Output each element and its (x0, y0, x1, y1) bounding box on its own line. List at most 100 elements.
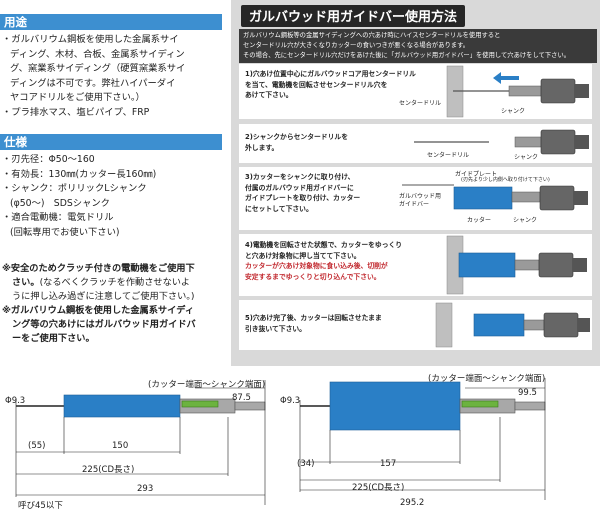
label-cutter: カッター (467, 217, 492, 224)
step-5: 5)穴あけ完了後、カッターは回転させたまま 引き抜いて下さい。 (239, 300, 592, 350)
step-1: 1)穴あけ位置中心にガルバウッドコア用センタードリル を当て、電動機を回転させセ… (239, 64, 592, 119)
step-2: 2)シャンクからセンタードリルを 外します。 センタードリル シャンク (239, 124, 592, 163)
right-dim-157: 157 (380, 459, 397, 469)
step-2-text: 2)シャンクからセンタードリルを 外します。 (245, 132, 348, 153)
note-line: ーをご使用下さい。 (12, 333, 95, 345)
chuck-icon (539, 185, 575, 211)
cutter-icon (458, 252, 516, 278)
galvalume-note: ※ガルバリウム鋼板を使用した金属系サイディ ング等の穴あけにはガルバウッド用ガイ… (2, 304, 226, 347)
specs-text: ・刃先径：Φ50〜160 ・有効長：130㎜(カッター長160㎜) ・シャンク：… (2, 153, 224, 241)
desc-line: ガルバリウム鋼板等の金属サイディングへの穴あけ時にハイスセンタードリルを使用する… (243, 32, 501, 39)
note-line: (なるべくクラッチを作動させないよ (39, 277, 190, 289)
step-1-illustration (446, 65, 589, 118)
step-line: 引き抜いて下さい。 (245, 324, 306, 333)
left-dim-225: 225(CD長さ) (82, 465, 135, 475)
step-line: 付属のガルバウッド用ガイドバーに (245, 183, 354, 192)
left-dim-55: (55) (28, 441, 46, 451)
shank-icon (514, 136, 542, 148)
step-line: カッターが穴あけ対象物に食い込み後、切削が (245, 262, 388, 270)
spec-line: (φ50〜) SDSシャンク (10, 197, 110, 209)
chuck-icon (543, 312, 579, 338)
step-line: 4)電動機を回転させた状態で、カッターをゆっくり (245, 241, 403, 249)
label-guide-bar: ガイドバー (399, 201, 430, 208)
chuck-icon (540, 78, 576, 104)
right-dim-225: 225(CD長さ) (352, 483, 405, 493)
label-shank: シャンク (514, 154, 539, 161)
label-shank: シャンク (501, 108, 526, 115)
usage-line: グ、窯業系サイディング（硬質窯業系サイ (10, 63, 186, 75)
note-line: ング等の穴あけにはガルバウッド用ガイドバ (12, 319, 196, 331)
safety-note: ※安全のためクラッチ付きの電動機をご使用下 さい。(なるべくクラッチを作動させな… (2, 262, 226, 305)
label-shank: シャンク (513, 217, 538, 224)
step-line: 安定するまでゆっくりと切り込んで下さい。 (245, 272, 381, 281)
step-line: 5)穴あけ完了後、カッターは回転させたまま (245, 314, 382, 322)
chuck-icon (540, 129, 576, 155)
right-diameter: Φ9.3 (280, 396, 301, 406)
cutter-body-icon (63, 394, 181, 418)
usage-heading: 用途 (0, 14, 222, 30)
desc-line: センタードリル穴が大きくなりカッターの食いつきが悪くなる場合があります。 (243, 42, 470, 49)
cutter-body-icon (329, 381, 461, 431)
right-dim-99-5: 99.5 (518, 388, 537, 398)
label-guide-plate: ガイドプレート (455, 171, 498, 178)
label-guide-bar: ガルバウッド用 (399, 193, 442, 200)
specs-heading: 仕様 (0, 134, 222, 150)
step-3: 3)カッターをシャンクに取り付け、 付属のガルバウッド用ガイドバーに ガイドプレ… (239, 167, 592, 230)
step-line: ガイドプレートを取り付け、カッター (245, 194, 361, 202)
step-line: 2)シャンクからセンタードリルを (245, 133, 348, 141)
left-dim-150: 150 (112, 441, 129, 451)
spec-line: (回転専用でお使い下さい) (10, 226, 120, 238)
usage-text: ・ガルバリウム鋼板を使用した金属系サイ ディング、木材、合板、金属系サイディン … (2, 33, 224, 121)
note-line: ※安全のためクラッチ付きの電動機をご使用下 (2, 263, 195, 274)
label-guide-plate-note: (刃先より少し内側へ取り付けて下さい) (461, 177, 550, 183)
left-dim-293: 293 (137, 484, 154, 494)
left-dim-87-5: 87.5 (232, 393, 251, 403)
right-top-label: (カッター端面〜シャンク端面) (428, 374, 546, 384)
spec-line: ・シャンク：ポリリックLシャンク (2, 183, 147, 195)
spec-line: ・刃先径：Φ50〜160 (2, 154, 95, 165)
left-footnote: 呼び45以下 (18, 501, 63, 511)
guide-title: ガルバウッド用ガイドバー使用方法 (241, 5, 466, 27)
note-line: うに押し込み過ぎに注意してご使用下さい。) (12, 291, 195, 303)
step-line: 外します。 (245, 143, 279, 152)
step-line: 1)穴あけ位置中心にガルバウッドコア用センタードリル (245, 70, 416, 78)
shank-icon (514, 259, 540, 271)
step-4-illustration (446, 235, 587, 295)
shank-icon (511, 191, 541, 203)
step-line: を当て、電動機を回転させセンタードリル穴を (245, 80, 388, 89)
usage-line: ディングは不可です。弊社ハイパーダイ (10, 77, 176, 89)
guide-description: ガルバリウム鋼板等の金属サイディングへの穴あけ時にハイスセンタードリルを使用する… (239, 29, 597, 63)
chuck-tail-icon (574, 191, 588, 205)
chuck-tail-icon (578, 318, 590, 332)
chuck-icon (538, 252, 574, 278)
spec-line: ・適合電動機：電気ドリル (2, 212, 114, 224)
label-center-drill: センタードリル (399, 100, 442, 107)
step-3-text: 3)カッターをシャンクに取り付け、 付属のガルバウッド用ガイドバーに ガイドプレ… (245, 172, 360, 214)
desc-line: その場合、先にセンタードリル穴だけをあけた後に「ガルバウッド用ガイドバー」を使用… (243, 52, 571, 59)
step-line: と穴あけ対象物に押し当てて下さい。 (245, 251, 361, 260)
step-3-illustration (402, 184, 588, 211)
step-4-text: 4)電動機を回転させた状態で、カッターをゆっくり と穴あけ対象物に押し当てて下さ… (245, 240, 402, 282)
shank-icon (508, 85, 542, 97)
chuck-tail-icon (573, 258, 587, 272)
spec-line: ・有効長：130㎜(カッター長160㎜) (2, 168, 157, 180)
usage-line: ・プラ排水マス、塩ビパイプ、FRP (2, 106, 150, 118)
right-dimension-drawing (299, 378, 546, 500)
wall-icon (435, 302, 453, 348)
left-diameter: Φ9.3 (5, 396, 26, 406)
left-dimension-drawing (15, 380, 266, 505)
step-line: あけて下さい。 (245, 91, 293, 99)
note-line: さい。 (12, 277, 40, 289)
step-5-illustration (435, 302, 590, 348)
step-line: にセットして下さい。 (245, 204, 313, 213)
right-dim-34: (34) (297, 459, 315, 469)
chuck-tail-icon (575, 135, 589, 149)
usage-line: ディング、木材、合板、金属系サイディン (10, 48, 185, 60)
guide-panel: ガルバウッド用ガイドバー使用方法 ガルバリウム鋼板等の金属サイディングへの穴あけ… (231, 0, 600, 366)
cutter-icon (453, 186, 513, 210)
arrow-left-icon (493, 72, 519, 84)
usage-line: ・ガルバリウム鋼板を使用した金属系サイ (2, 34, 179, 45)
step-1-text: 1)穴あけ位置中心にガルバウッドコア用センタードリル を当て、電動機を回転させセ… (245, 69, 416, 101)
note-line: ※ガルバリウム鋼板を使用した金属系サイディ (2, 305, 195, 316)
step-2-illustration (414, 129, 589, 155)
